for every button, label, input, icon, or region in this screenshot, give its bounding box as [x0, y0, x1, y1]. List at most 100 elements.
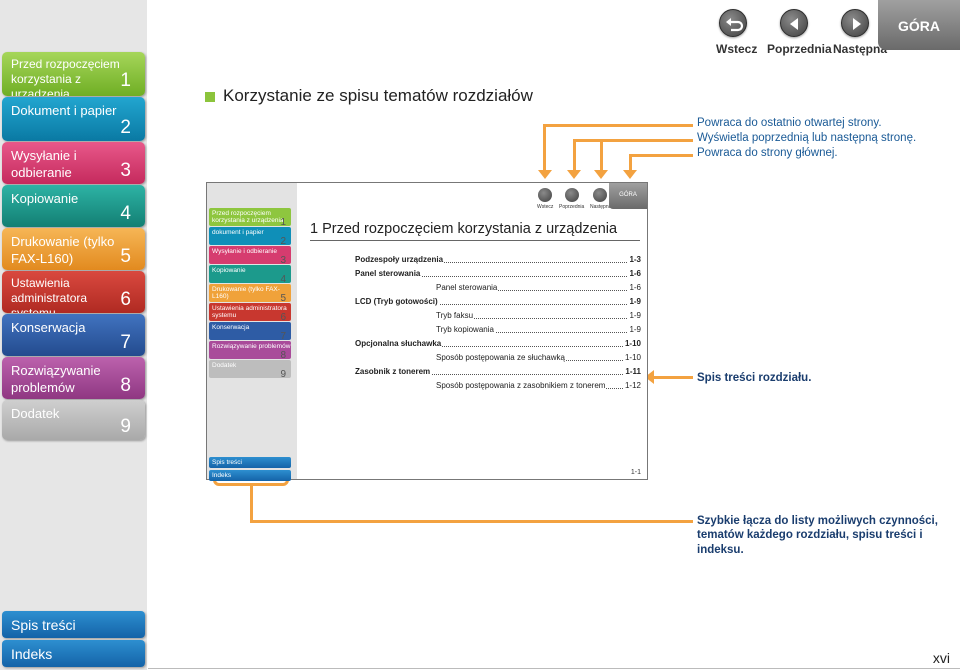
connector: [250, 520, 693, 523]
spis-tresci-link[interactable]: Spis treści: [2, 611, 145, 638]
sidebar-item-konserwacja[interactable]: Konserwacja 7: [2, 314, 145, 356]
sidebar-item-dodatek[interactable]: Dodatek 9: [2, 400, 145, 440]
mock-nav-num: 5: [280, 293, 286, 304]
top-button[interactable]: GÓRA: [878, 0, 960, 50]
connector: [543, 124, 693, 127]
sidebar-item-number: 4: [120, 203, 131, 224]
arrow-down-icon: [538, 170, 552, 179]
mock-nav-item: Drukowanie (tylko FAX-L160) 5: [209, 284, 291, 304]
sidebar-item-label: Drukowanie (tylko FAX-L160): [11, 234, 115, 266]
previous-label[interactable]: Poprzednia: [767, 42, 832, 56]
sidebar-item-wysylanie[interactable]: Wysyłanie i odbieranie 3: [2, 142, 145, 184]
mock-nav-label: Rozwiązywanie problemów: [212, 343, 291, 350]
mock-nav-item: Przed rozpoczęciem korzystania z urządze…: [209, 208, 291, 228]
right-arrow-icon: [853, 18, 861, 30]
mock-nav-num: 2: [280, 236, 286, 247]
callout-back: Powraca do ostatnio otwartej strony.: [697, 117, 882, 129]
callout-prev-next: Wyświetla poprzednią lub następną stronę…: [697, 132, 917, 144]
mock-next-icon: [593, 188, 607, 202]
toc-entry: Sposób postępowania z zasobnikiem z tone…: [436, 379, 641, 393]
return-icon: [726, 18, 744, 32]
sidebar-item-dokument[interactable]: Dokument i papier 2: [2, 97, 145, 141]
indeks-link[interactable]: Indeks: [2, 640, 145, 667]
sidebar-item-przed-rozpoczeciem[interactable]: Przed rozpoczęciem korzystania z urządze…: [2, 52, 145, 96]
sidebar-item-label: Wysyłanie i odbieranie: [11, 148, 77, 180]
connector: [629, 154, 693, 157]
mock-nav-label: Dodatek: [212, 362, 237, 369]
arrow-down-icon: [567, 170, 581, 179]
sidebar-item-number: 2: [120, 117, 131, 138]
mock-nav-num: 6: [280, 312, 286, 323]
arrow-down-icon: [594, 170, 608, 179]
toc-entry: LCD (Tryb gotowości)1-9: [355, 295, 641, 309]
mock-nav-label: Konserwacja: [212, 324, 250, 331]
sidebar-item-rozwiazywanie[interactable]: Rozwiązywanie problemów 8: [2, 357, 145, 399]
divider: [310, 240, 640, 241]
page-title: Korzystanie ze spisu tematów rozdziałów: [223, 86, 533, 105]
mock-chapter-title: 1 Przed rozpoczęciem korzystania z urząd…: [310, 221, 618, 237]
mock-sidebar: Przed rozpoczęciem korzystania z urządze…: [207, 183, 297, 481]
sidebar-item-number: 8: [120, 375, 131, 396]
mock-nav-label: Kopiowanie: [212, 267, 246, 274]
mock-prev-icon: [565, 188, 579, 202]
next-button[interactable]: [841, 9, 869, 37]
connector: [573, 139, 576, 170]
mock-nav-num: 1: [280, 217, 286, 228]
mock-page-number: 1-1: [630, 469, 641, 476]
mock-nav-label: Wysyłanie i odbieranie: [212, 248, 277, 255]
callout-toc: Spis treści rozdziału.: [697, 372, 812, 384]
sidebar-item-number: 3: [120, 160, 131, 181]
next-label[interactable]: Następna: [833, 42, 888, 56]
sidebar-item-label: Rozwiązywanie problemów: [11, 363, 101, 395]
sidebar-item-number: 5: [120, 246, 131, 267]
mock-nav-item: Rozwiązywanie problemów 8: [209, 341, 291, 361]
mock-nav-num: 9: [280, 369, 286, 380]
mock-nav-num: 7: [280, 331, 286, 342]
heading-bullet: [205, 92, 215, 102]
sidebar-item-ustawienia[interactable]: Ustawienia administratora systemu 6: [2, 271, 145, 313]
example-page-screenshot: Przed rozpoczęciem korzystania z urządze…: [206, 182, 648, 481]
mock-indeks: Indeks: [209, 470, 291, 481]
mock-nav-item: Ustawienia administratora systemu 6: [209, 303, 291, 323]
sidebar-item-number: 6: [120, 289, 131, 310]
mock-back-label: Wstecz: [537, 204, 554, 210]
sidebar-item-label: Ustawienia administratora systemu: [11, 276, 88, 313]
mock-nav-num: 8: [280, 350, 286, 361]
callout-quick-links-1: Szybkie łącza do listy możliwych czynnoś…: [697, 515, 938, 527]
previous-button[interactable]: [780, 9, 808, 37]
back-button[interactable]: [719, 9, 747, 37]
mock-spis-tresci: Spis treści: [209, 457, 291, 468]
sidebar-item-number: 7: [120, 332, 131, 353]
mock-top-button: GÓRA: [609, 183, 647, 209]
connector: [543, 124, 546, 170]
mock-prev-label: Poprzednia: [559, 204, 585, 210]
mock-next-label: Następna: [590, 204, 612, 210]
mock-nav-num: 3: [280, 255, 286, 266]
left-arrow-icon: [790, 18, 798, 30]
mock-back-icon: [538, 188, 552, 202]
sidebar-item-label: Konserwacja: [11, 320, 86, 335]
sidebar-item-drukowanie[interactable]: Drukowanie (tylko FAX-L160) 5: [2, 228, 145, 270]
connector: [652, 376, 693, 379]
back-label[interactable]: Wstecz: [716, 42, 758, 56]
connector: [573, 139, 693, 142]
mock-nav-item: Wysyłanie i odbieranie 3: [209, 246, 291, 266]
callout-top: Powraca do strony głównej.: [697, 147, 838, 159]
sidebar-item-label: Dokument i papier: [11, 103, 117, 118]
sidebar: Przed rozpoczęciem korzystania z urządze…: [0, 0, 147, 670]
sidebar-item-kopiowanie[interactable]: Kopiowanie 4: [2, 185, 145, 227]
sidebar-item-label: Dodatek: [11, 406, 60, 421]
mock-nav-num: 4: [280, 274, 286, 285]
sidebar-item-number: 1: [120, 70, 131, 91]
mock-nav-label: Przed rozpoczęciem korzystania z urządze…: [212, 210, 284, 224]
